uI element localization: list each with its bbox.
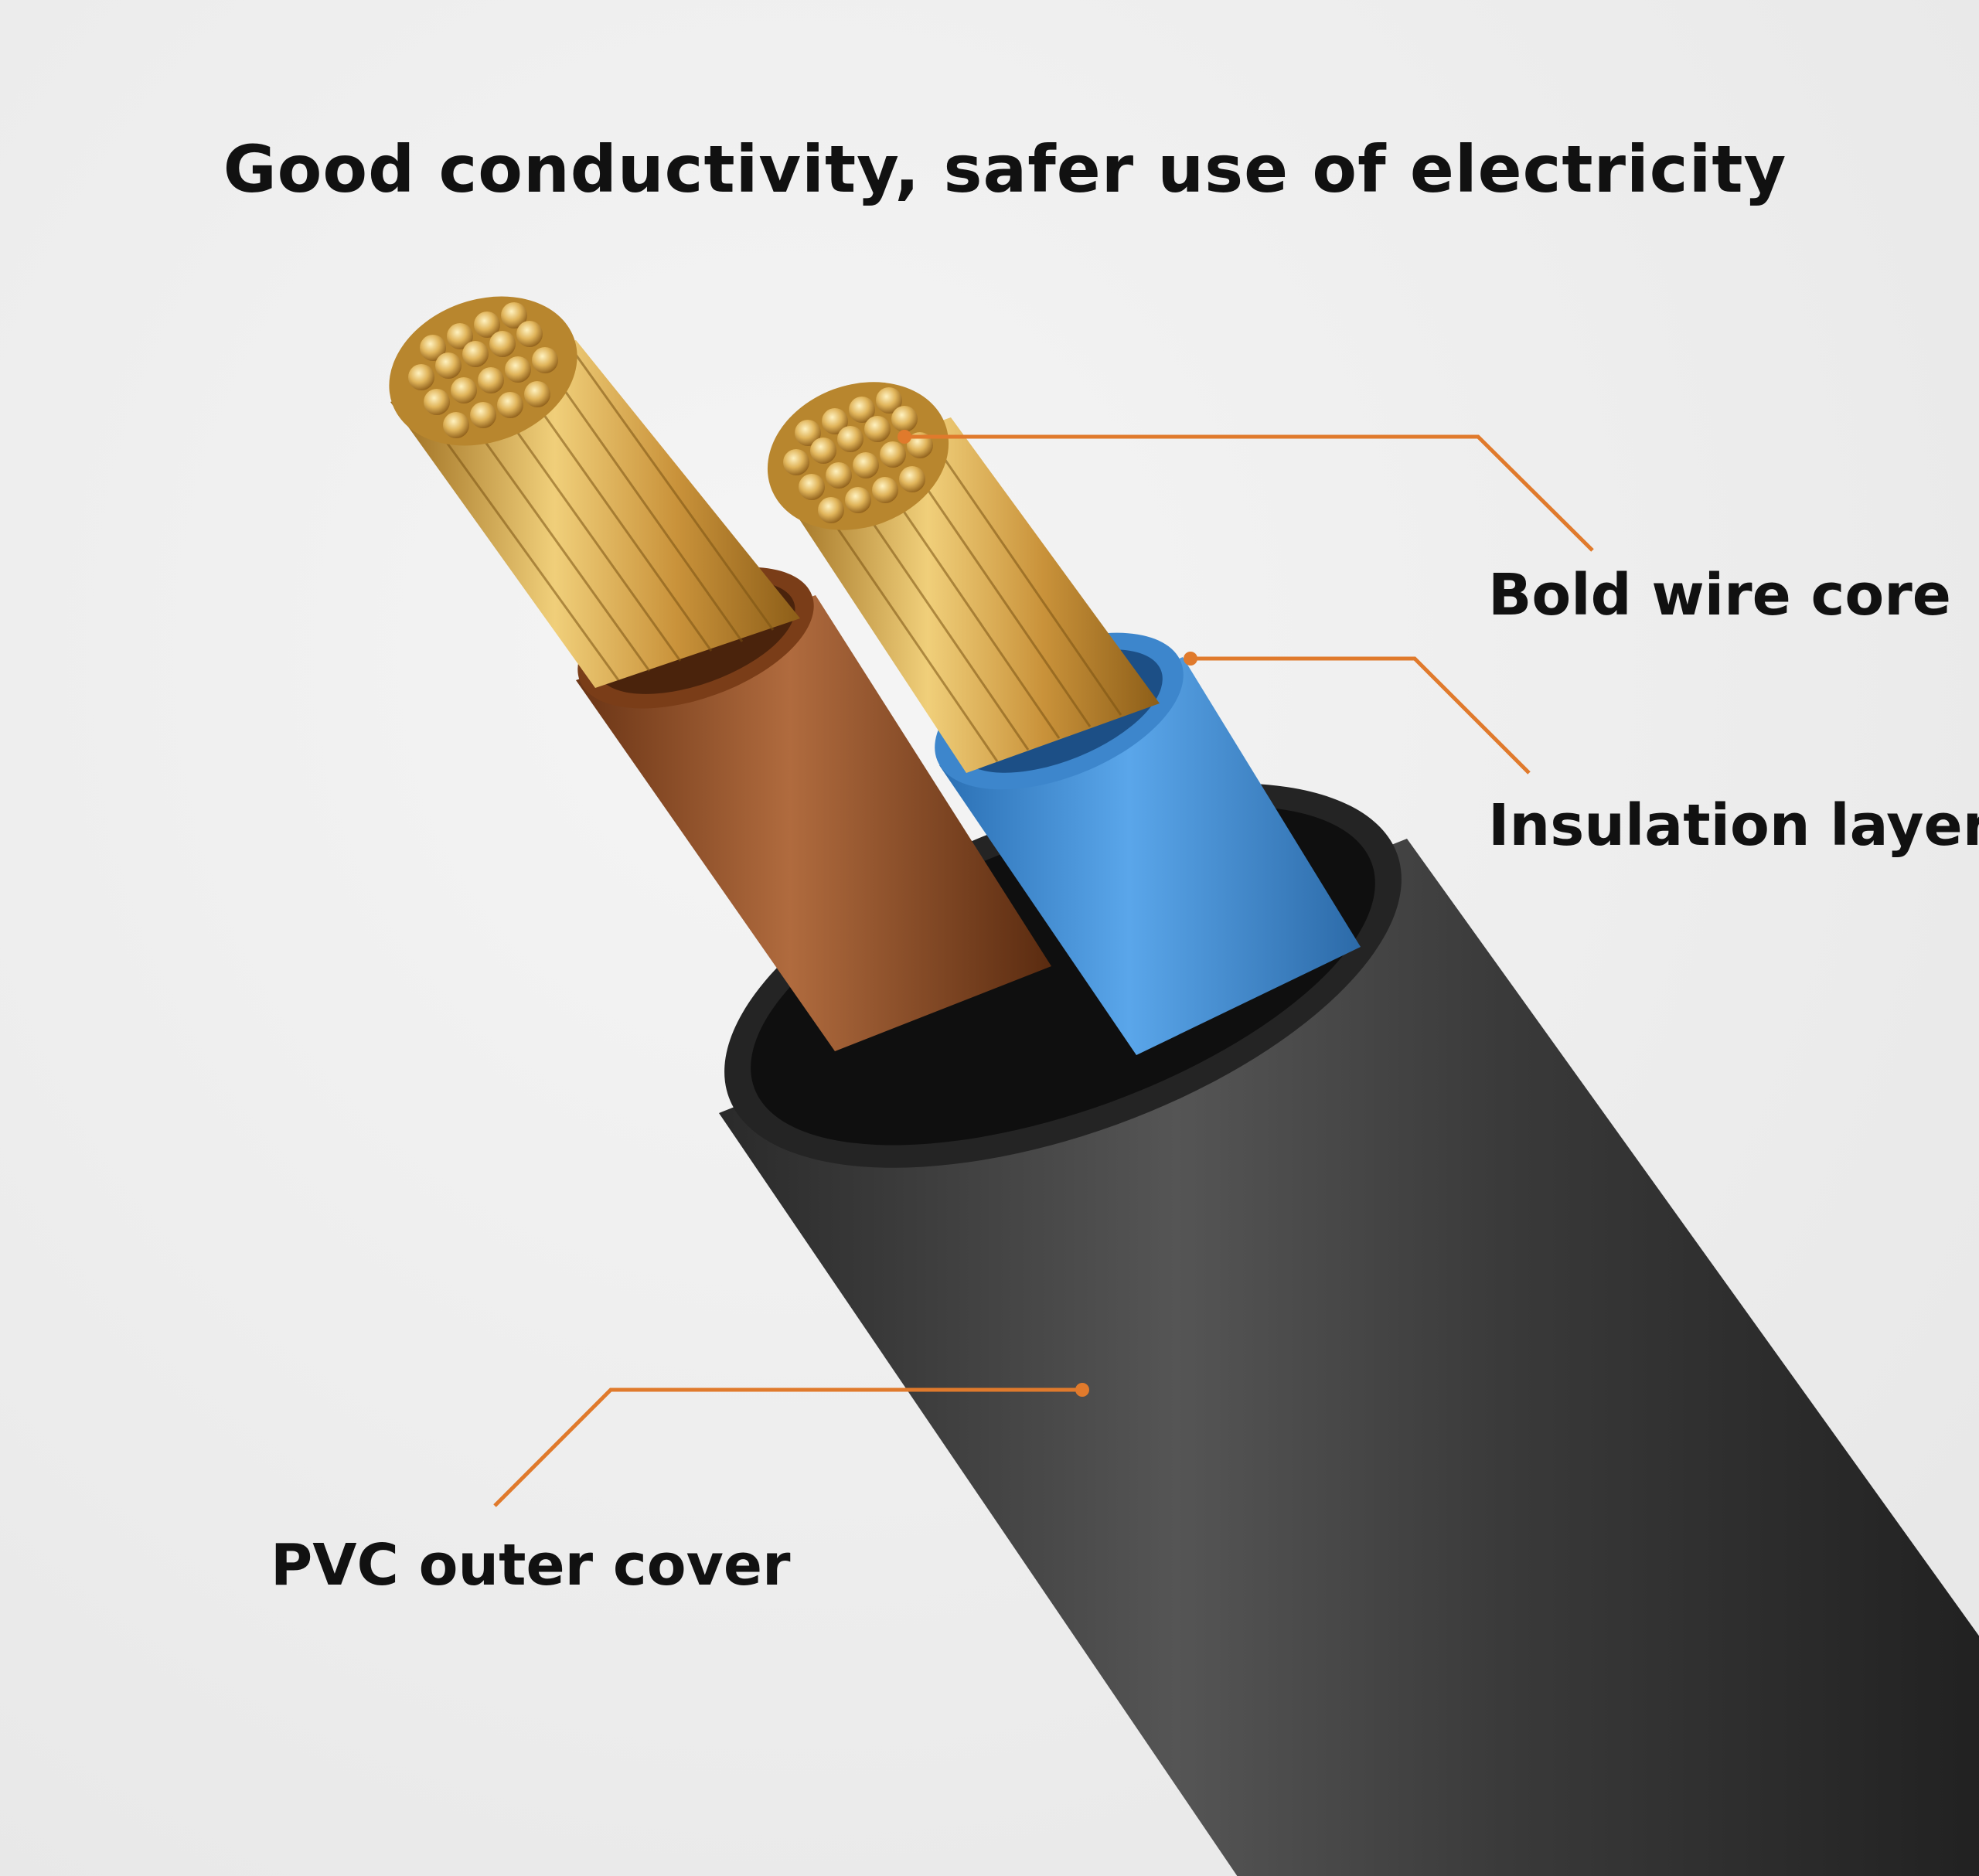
blue-conductor bbox=[767, 382, 1361, 1055]
brown-conductor bbox=[389, 296, 1051, 1051]
callout-leader-insulation bbox=[1184, 652, 1531, 775]
callout-label-insulation: Insulation layer bbox=[1488, 792, 1979, 859]
callout-leader-core bbox=[898, 430, 1594, 552]
diagram-title: Good conductivity, safer use of electric… bbox=[223, 131, 1787, 207]
callout-label-core: Bold wire core bbox=[1488, 562, 1951, 628]
callout-label-pvc: PVC outer cover bbox=[271, 1532, 791, 1599]
callout-leader-pvc bbox=[493, 1383, 1089, 1507]
